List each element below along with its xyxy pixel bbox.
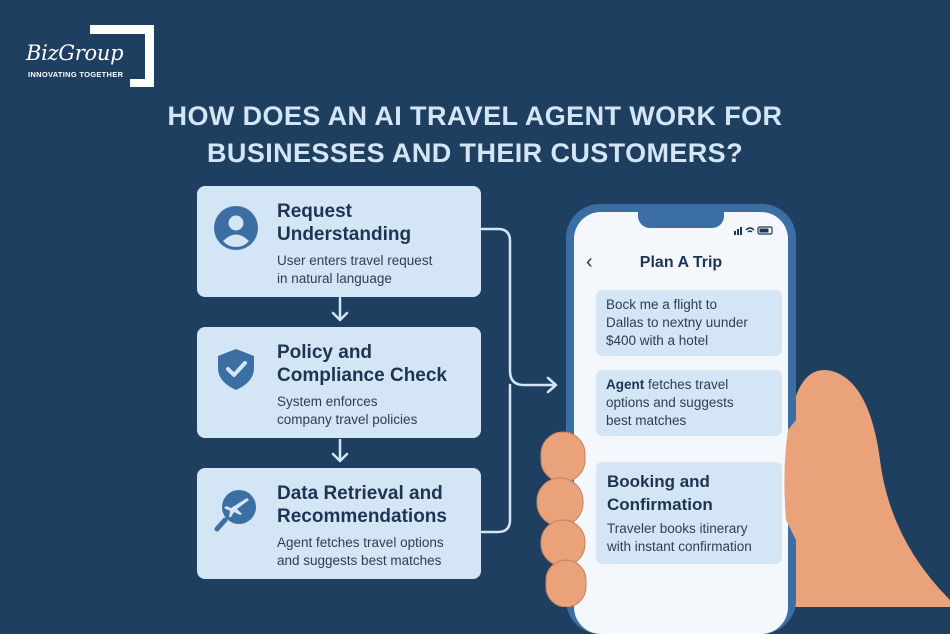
step-card-policy-compliance: Policy and Compliance Check System enfor… [197,327,481,438]
logo-name: BizGroup [26,41,124,65]
page-title: HOW DOES AN AI TRAVEL AGENT WORK FOR BUS… [130,98,820,172]
title-line-2: BUSINESSES AND THEIR CUSTOMERS? [207,138,743,168]
arrow-step1-to-step2 [331,296,349,322]
step-title: Request Understanding [277,201,412,245]
bracket-connector [480,227,558,534]
title-line-1: HOW DOES AN AI TRAVEL AGENT WORK FOR [167,101,783,131]
phone-title: Plan A Trip [639,254,723,271]
step-description: System enforces company travel policies [277,394,418,427]
bizgroup-logo: BizGroup INNOVATING TOGETHER [26,24,158,87]
phone-screen: ‹ Plan A Trip Bock me a flight to Dallas… [574,212,788,634]
step-description: Agent fetches travel options and suggest… [277,535,444,568]
step-card-request-understanding: Request Understanding User enters travel… [197,186,481,297]
user-message-bubble: Bock me a flight to Dallas to nextny uun… [596,290,782,356]
booking-description: Traveler books itinerary with instant co… [607,521,752,554]
agent-message-bubble: Agent fetches travel options and suggest… [596,370,782,436]
arrow-step2-to-step3 [331,438,349,463]
step-title: Data Retrieval and Recommendations [277,483,447,527]
booking-confirmation-card: Booking and Confirmation Traveler books … [596,462,782,564]
back-chevron-icon[interactable]: ‹ [586,251,593,273]
phone-header: ‹ Plan A Trip [574,242,788,282]
shield-check-icon [218,349,254,390]
step-title: Policy and Compliance Check [277,342,447,386]
status-bar-icons [734,226,773,235]
phone-mockup: ‹ Plan A Trip Bock me a flight to Dallas… [566,204,796,634]
airplane-search-icon [214,490,256,532]
logo-frame-mark [90,25,154,87]
step-description: User enters travel request in natural la… [277,253,433,286]
booking-title: Booking and Confirmation [607,472,713,514]
logo-tagline: INNOVATING TOGETHER [28,70,124,79]
step-card-data-retrieval: Data Retrieval and Recommendations Agent… [197,468,481,579]
phone-notch [638,212,724,228]
user-icon [214,206,258,250]
